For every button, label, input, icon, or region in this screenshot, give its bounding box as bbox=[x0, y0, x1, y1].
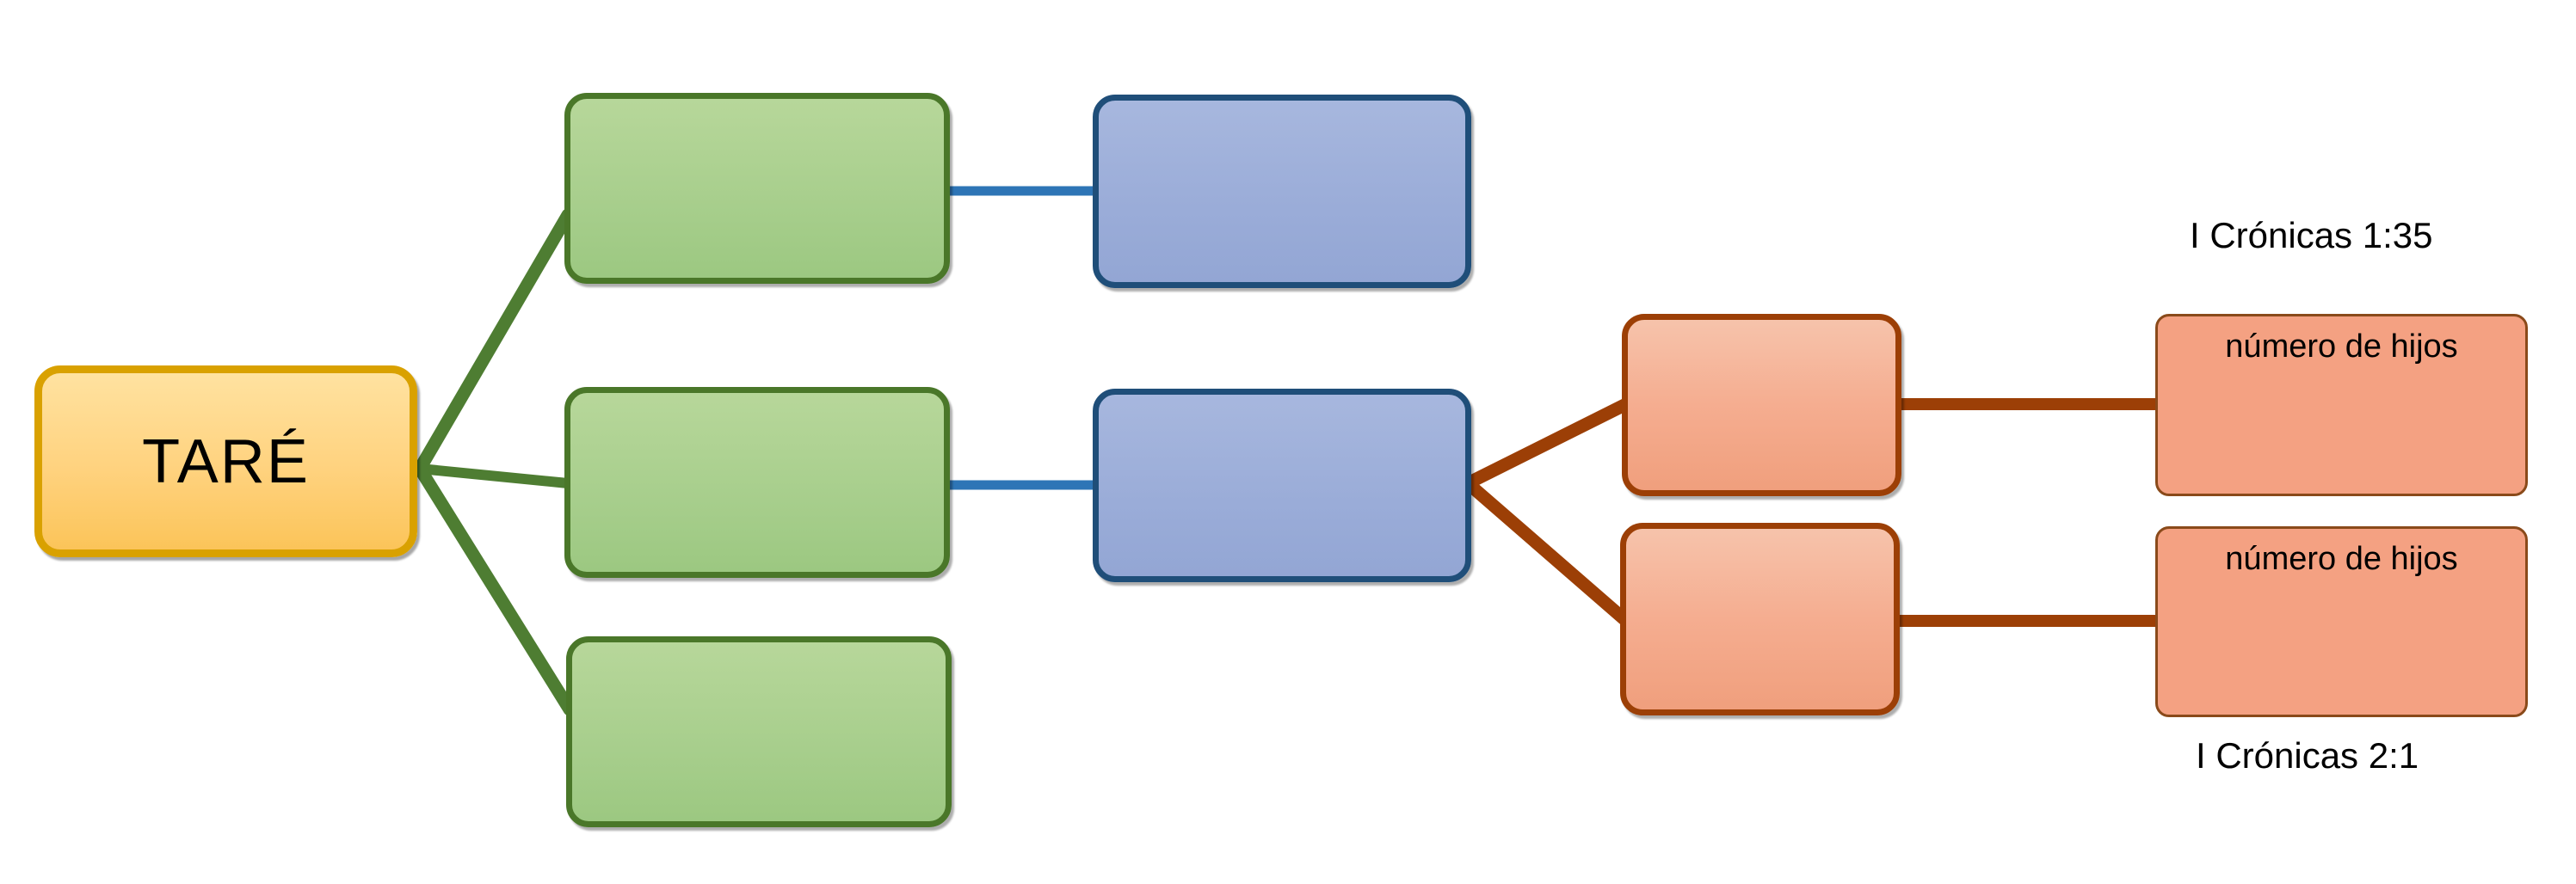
node-blue-1[interactable] bbox=[1093, 95, 1471, 288]
caption-scripture-bottom: I Crónicas 2:1 bbox=[2196, 735, 2419, 776]
node-orange-2[interactable] bbox=[1620, 523, 1900, 715]
node-salmon-1[interactable]: número de hijos bbox=[2155, 314, 2528, 496]
node-green-1[interactable] bbox=[564, 93, 950, 284]
node-blue-2[interactable] bbox=[1093, 389, 1471, 582]
edge-blue-2-to-orange-1 bbox=[1461, 397, 1633, 490]
node-root-tare[interactable]: TARÉ bbox=[34, 365, 417, 557]
node-green-2[interactable] bbox=[564, 387, 950, 578]
node-salmon-2-label: número de hijos bbox=[2225, 541, 2458, 577]
edge-blue-2-to-orange-2 bbox=[1461, 476, 1633, 628]
caption-scripture-top: I Crónicas 1:35 bbox=[2190, 215, 2433, 255]
edge-group-root-to-green bbox=[413, 208, 576, 716]
edge-group-blue-to-orange bbox=[1461, 397, 1633, 628]
edge-root-to-green-1 bbox=[413, 208, 575, 476]
edge-group-green-to-blue bbox=[945, 186, 1098, 490]
node-orange-1[interactable] bbox=[1622, 314, 1901, 496]
node-root-label: TARÉ bbox=[142, 427, 310, 496]
node-salmon-1-label: número de hijos bbox=[2225, 328, 2458, 365]
edge-root-to-green-3 bbox=[413, 462, 576, 716]
edge-root-to-green-2 bbox=[415, 463, 573, 488]
edge-group-orange-to-salmon bbox=[1896, 398, 2160, 627]
node-salmon-2[interactable]: número de hijos bbox=[2155, 526, 2528, 717]
node-green-3[interactable] bbox=[566, 636, 952, 827]
